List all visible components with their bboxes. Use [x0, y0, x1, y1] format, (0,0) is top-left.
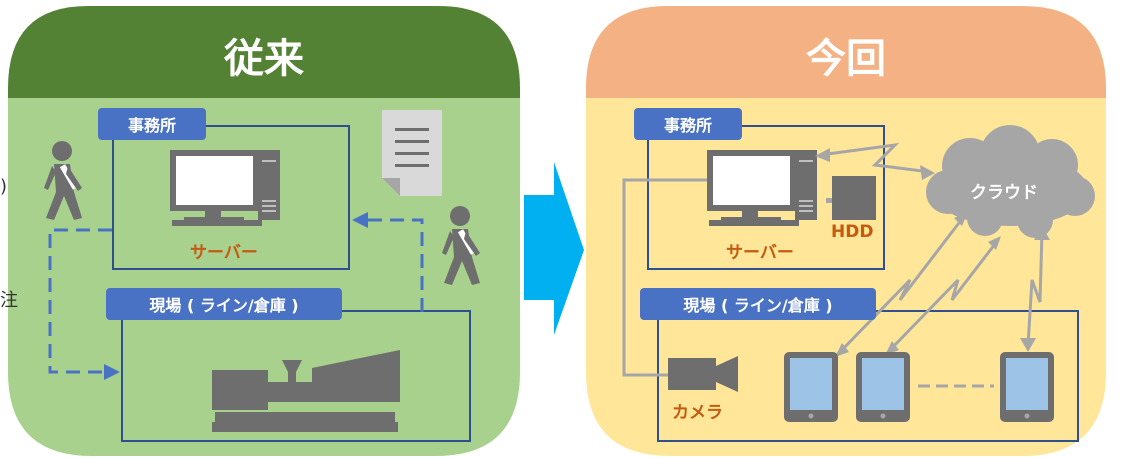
tablet-icon-3 [1000, 352, 1054, 422]
after-office-label: 事務所 [634, 108, 742, 140]
before-route-arrowhead-down [104, 364, 120, 380]
before-server-label: サーバー [190, 243, 258, 263]
network-link-arrowheads [815, 148, 1050, 357]
walking-person-left-icon [44, 141, 82, 220]
after-site-label: 現場 ( ライン/倉庫 ) [640, 288, 876, 320]
after-panel-title: 今回 [806, 36, 886, 82]
link-tablet3-cloud [1026, 231, 1044, 346]
after-server-computer-icon [707, 150, 817, 226]
after-panel-header [586, 6, 1106, 98]
before-panel-header [8, 6, 520, 98]
after-server-label: サーバー [726, 243, 794, 263]
before-site-label: 現場 ( ライン/倉庫 ) [106, 288, 342, 320]
tablet-icon-2 [856, 352, 910, 422]
before-panel-title: 従来 [224, 36, 304, 82]
camera-connection-line [622, 178, 710, 377]
before-route-arrowhead-left [352, 212, 368, 228]
before-office-frame [112, 125, 350, 270]
link-tablet2-cloud [888, 239, 1000, 352]
walking-person-right-icon [442, 206, 480, 285]
edge-fragment-top: ) [0, 176, 8, 197]
cloud-label: クラウド [970, 183, 1038, 203]
before-dashed-route-right [364, 218, 424, 312]
before-dashed-route-left [48, 228, 112, 374]
camera-label: カメラ [672, 403, 723, 423]
document-icon [382, 110, 442, 196]
molding-machine-icon [212, 350, 400, 432]
cloud-icon [926, 125, 1095, 238]
before-office-label: 事務所 [98, 108, 206, 140]
after-office-frame [647, 125, 885, 270]
tablet-icon-1 [784, 352, 838, 422]
hdd-label: HDD [831, 222, 874, 242]
hdd-icon [832, 176, 876, 220]
before-server-computer-icon [170, 150, 280, 226]
edge-fragment-bottom: 注 [0, 290, 18, 311]
camera-icon [668, 356, 738, 392]
link-server-cloud [819, 142, 931, 174]
hdd-connector [826, 198, 834, 203]
transition-arrow [524, 162, 584, 335]
